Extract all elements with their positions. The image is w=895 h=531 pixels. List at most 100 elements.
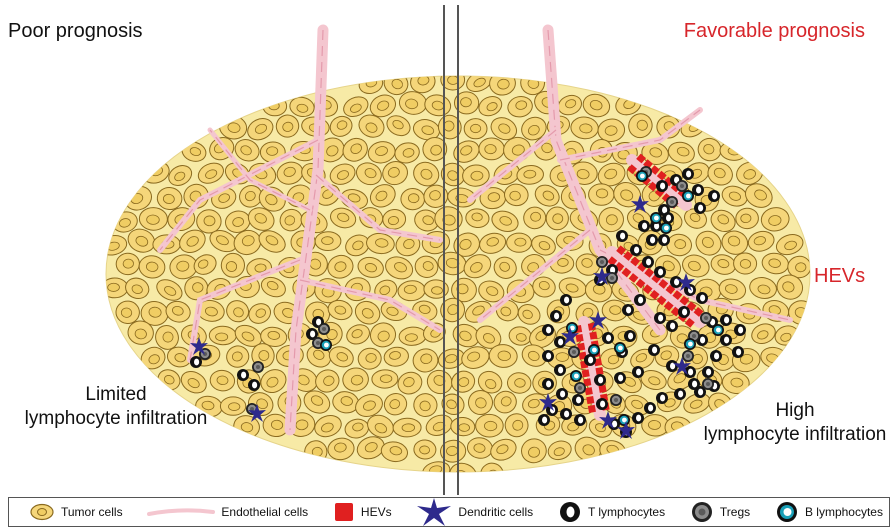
poor-prognosis-title: Poor prognosis xyxy=(8,20,143,43)
high-caption-line2: lymphocyte infiltration xyxy=(690,423,895,447)
endothelial-cell-icon xyxy=(147,505,215,519)
b-lymphocyte xyxy=(684,338,696,350)
legend-item-b: B lymphocytes xyxy=(775,500,883,524)
legend-label-t: T lymphocytes xyxy=(588,505,665,519)
t-lymphocyte xyxy=(624,330,636,342)
legend-label-b: B lymphocytes xyxy=(805,505,883,519)
treg xyxy=(676,180,688,192)
t-lymphocyte xyxy=(596,398,608,410)
favorable-prognosis-title: Favorable prognosis xyxy=(684,20,865,43)
tumor-cell xyxy=(315,231,341,250)
b-lymphocyte xyxy=(570,370,582,382)
t-lymphocyte xyxy=(616,230,628,242)
tumor-cell xyxy=(479,138,505,160)
t-lymphocyte xyxy=(538,414,550,426)
tumor-cell xyxy=(401,188,425,210)
t-lymphocyte xyxy=(630,244,642,256)
t-lymphocyte xyxy=(632,412,644,424)
t-lymphocyte xyxy=(632,366,644,378)
treg xyxy=(568,346,580,358)
treg xyxy=(666,196,678,208)
t-lymphocyte xyxy=(642,256,654,268)
tumor-cell xyxy=(523,207,546,230)
treg-icon xyxy=(690,500,714,524)
t-lymphocyte xyxy=(556,388,568,400)
t-lymphocyte xyxy=(682,168,694,180)
tumor-cell xyxy=(393,418,421,437)
b-lymphocyte xyxy=(650,212,662,224)
t-lymphocyte xyxy=(646,234,658,246)
t-lymphocyte xyxy=(692,184,704,196)
b-lymphocyte xyxy=(588,344,600,356)
t-lymphocyte xyxy=(614,372,626,384)
t-lymphocyte xyxy=(648,344,660,356)
t-lymphocyte xyxy=(666,360,678,372)
b-lymphocyte xyxy=(682,190,694,202)
t-lymphocyte xyxy=(702,366,714,378)
legend-label-endothelial: Endothelial cells xyxy=(221,505,308,519)
t-lymphocyte xyxy=(574,414,586,426)
legend-item-tumor: Tumor cells xyxy=(29,503,123,521)
t-lymphocyte xyxy=(666,320,678,332)
legend-item-treg: Tregs xyxy=(690,500,750,524)
t-lymphocyte xyxy=(572,394,584,406)
treg xyxy=(574,382,586,394)
b-lymphocyte xyxy=(618,414,630,426)
t-lymphocyte xyxy=(670,276,682,288)
tumor-cell xyxy=(475,414,503,438)
treg xyxy=(702,378,714,390)
t-lymphocyte xyxy=(190,356,202,368)
t-lymphocyte xyxy=(654,266,666,278)
legend-label-hev: HEVs xyxy=(361,505,392,519)
treg xyxy=(700,312,712,324)
legend-label-tumor: Tumor cells xyxy=(61,505,123,519)
treg xyxy=(596,256,608,268)
t-lymphocyte xyxy=(678,306,690,318)
limited-caption-line2: lymphocyte infiltration xyxy=(0,407,232,431)
tumor-cell xyxy=(101,278,128,298)
high-infiltration-caption: High lymphocyte infiltration xyxy=(690,399,895,447)
b-lymphocyte xyxy=(614,342,626,354)
t-lymphocyte-icon xyxy=(558,500,582,524)
limited-caption-line1: Limited xyxy=(0,383,232,407)
hev-icon xyxy=(333,502,355,522)
t-lymphocyte xyxy=(708,190,720,202)
t-lymphocyte xyxy=(710,350,722,362)
t-lymphocyte xyxy=(634,294,646,306)
t-lymphocyte xyxy=(554,336,566,348)
t-lymphocyte xyxy=(237,369,249,381)
tumor-cell xyxy=(197,210,221,233)
t-lymphocyte xyxy=(656,180,668,192)
b-lymphocyte xyxy=(320,339,332,351)
t-lymphocyte xyxy=(732,346,744,358)
legend-label-treg: Tregs xyxy=(720,505,750,519)
t-lymphocyte xyxy=(560,294,572,306)
t-lymphocyte xyxy=(674,388,686,400)
b-lymphocyte xyxy=(636,170,648,182)
limited-infiltration-caption: Limited lymphocyte infiltration xyxy=(0,383,232,431)
dendritic-cell-icon xyxy=(416,497,452,527)
treg xyxy=(318,323,330,335)
tumor-cell xyxy=(546,207,569,230)
t-lymphocyte xyxy=(734,324,746,336)
t-lymphocyte xyxy=(638,220,650,232)
b-lymphocyte-icon xyxy=(775,500,799,524)
t-lymphocyte xyxy=(602,332,614,344)
t-lymphocyte xyxy=(248,379,260,391)
tumor-cell xyxy=(507,233,532,252)
t-lymphocyte xyxy=(658,234,670,246)
tumor-cell-icon xyxy=(29,503,55,521)
t-lymphocyte xyxy=(594,374,606,386)
tumor-cell xyxy=(221,253,245,278)
high-caption-line1: High xyxy=(690,399,895,423)
t-lymphocyte xyxy=(696,292,708,304)
t-lymphocyte xyxy=(656,392,668,404)
t-lymphocyte xyxy=(550,310,562,322)
t-lymphocyte xyxy=(542,350,554,362)
treg xyxy=(252,361,264,373)
t-lymphocyte xyxy=(554,364,566,376)
b-lymphocyte xyxy=(712,324,724,336)
t-lymphocyte xyxy=(720,314,732,326)
t-lymphocyte xyxy=(644,402,656,414)
